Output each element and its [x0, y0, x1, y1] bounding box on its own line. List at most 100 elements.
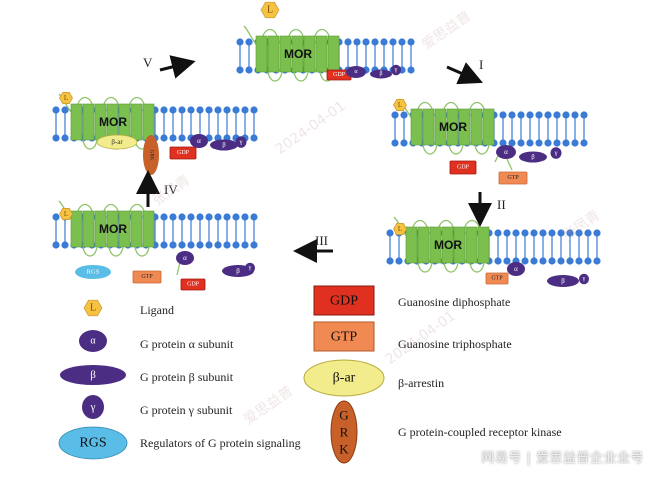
alpha-text: α: [197, 137, 201, 145]
alpha-subunit: [190, 134, 208, 148]
step-label-v: V: [143, 55, 153, 70]
legend-alpha-label: G protein α subunit: [140, 337, 234, 351]
legend-gamma-symbol: γ: [90, 401, 96, 413]
legend-ligand-label: Ligand: [140, 303, 174, 317]
mor-helix: [441, 226, 454, 264]
ligand-icon: [59, 208, 73, 220]
legend-rgs-label: Regulators of G protein signaling: [140, 436, 301, 450]
gamma-text: γ: [239, 139, 243, 146]
footer-source: 网易号 | 爱思益普企业业号: [481, 451, 644, 466]
mor-helix: [417, 226, 430, 264]
mor-helix: [267, 35, 280, 73]
rgs-icon-text: RGS: [87, 269, 100, 276]
mor-helix: [482, 108, 495, 146]
mor-helix: [453, 226, 466, 264]
mor-helix: [410, 108, 423, 146]
step-label-i: I: [479, 57, 484, 72]
beta-subunit: [210, 139, 238, 151]
ligand-icon: [260, 1, 280, 19]
grk-text: GRK: [149, 150, 154, 161]
gdp-box: [180, 278, 206, 291]
step-label-ii: II: [497, 197, 506, 212]
mor-helix: [82, 103, 95, 141]
gtp-box: [132, 270, 162, 284]
gamma-subunit: [245, 262, 255, 274]
alpha-text: α: [514, 265, 518, 273]
ligand-icon: [393, 99, 407, 111]
gtp-text: GTP: [507, 175, 519, 181]
beta-text: β: [222, 142, 226, 149]
mor-helix: [130, 210, 143, 248]
legend-gdp-icon: [313, 285, 375, 316]
arrow-step-i: [446, 62, 483, 85]
gamma-text: γ: [582, 276, 586, 282]
mor-helix: [70, 103, 83, 141]
mor-helix: [422, 108, 435, 146]
legend-gamma-icon: [82, 395, 104, 419]
alpha-text: α: [354, 69, 358, 75]
beta-text: β: [379, 71, 382, 77]
legend-gdp-label: Guanosine diphosphate: [398, 295, 511, 309]
ligand-letter: L: [90, 303, 96, 314]
arrow-step-v: [159, 55, 196, 79]
legend-beta-ar-label: β-arrestin: [398, 376, 445, 390]
legend-alpha-symbol: α: [90, 336, 96, 347]
legend-rgs-icon: [58, 426, 128, 460]
mor-helix: [82, 210, 95, 248]
legend-grk-icon: [330, 400, 358, 464]
mor-helix: [106, 210, 119, 248]
gtp-box: [485, 272, 509, 285]
ligand-letter: L: [64, 94, 68, 102]
legend-beta-symbol: β: [90, 369, 96, 381]
legend-gtp-label: Guanosine triphosphate: [398, 337, 512, 351]
mor-helix: [405, 226, 418, 264]
rgs-icon: [75, 265, 111, 279]
mor-helix: [315, 35, 328, 73]
beta-subunit: [519, 151, 547, 163]
gdp-text: GDP: [457, 165, 470, 171]
legend-grk-letter: G: [339, 408, 348, 423]
beta-subunit: [547, 275, 579, 287]
mor-helix: [327, 35, 340, 73]
ligand-icon: [83, 299, 103, 317]
mor-label: MOR: [434, 238, 462, 252]
ligand-icon: [59, 92, 73, 104]
gamma-subunit: [391, 64, 401, 76]
mor-helix: [142, 210, 155, 248]
alpha-text: α: [183, 254, 187, 262]
beta-arrestin: [96, 134, 138, 150]
gtp-text: GTP: [141, 274, 153, 280]
alpha-subunit: [176, 251, 194, 265]
gamma-subunit: [579, 273, 589, 285]
gtp-box: [498, 171, 528, 185]
grk-kinase: [143, 135, 159, 175]
legend-grk-letter: K: [339, 442, 349, 457]
mor-helix: [142, 103, 155, 141]
legend-rgs-symbol: RGS: [79, 436, 106, 451]
ligand-letter: L: [398, 101, 402, 109]
ligand-letter: L: [267, 5, 273, 16]
mor-helix: [118, 210, 131, 248]
beta-arrestin-text: β-ar: [111, 138, 123, 146]
legend-beta-label: G protein β subunit: [140, 370, 234, 384]
legend-gdp-symbol: GDP: [330, 294, 358, 309]
mor-helix: [70, 210, 83, 248]
mor-label: MOR: [284, 47, 312, 61]
gamma-text: γ: [554, 150, 558, 157]
gamma-text: γ: [394, 67, 398, 73]
legend-grk-letter: R: [340, 425, 349, 440]
mor-helix: [465, 226, 478, 264]
gtp-text: GTP: [491, 276, 503, 282]
gamma-subunit: [550, 147, 562, 159]
beta-text: β: [531, 154, 535, 161]
step-label-iv: IV: [164, 182, 178, 197]
gdp-box: [449, 160, 477, 175]
